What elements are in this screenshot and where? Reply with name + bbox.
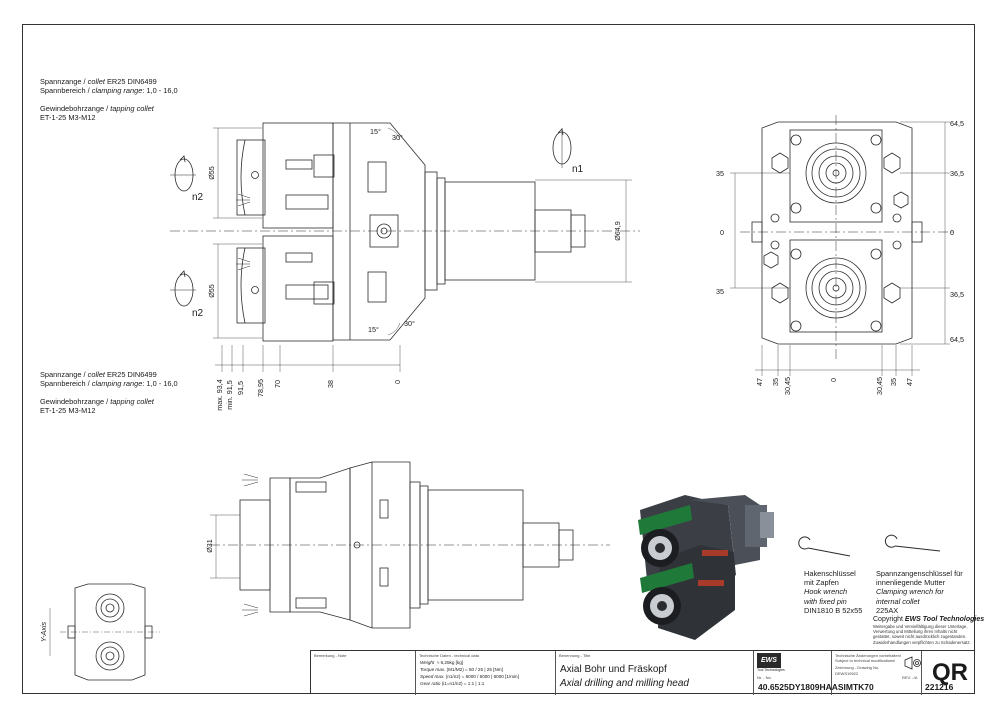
drawing-number-cell: 221216 QR [922,651,976,695]
rotation-symbol-top [170,155,196,192]
rotation-label-top: n2 [192,192,204,203]
collet-note-bottom: Spannzange / collet ER25 DIN6499 Spannbe… [40,370,178,416]
isometric-render [638,495,774,640]
dim-front-left: 35 [716,287,724,296]
projection-symbol-cell: REV: -/A [902,651,922,695]
clamping-wrench-icon [884,534,941,552]
dim-angle-top-b: 30° [392,133,403,142]
notes-cell: Technische Änderungen vorbehalten! Subje… [835,653,902,676]
dim-front-right: 36,5 [950,169,964,178]
ews-logo: EWS [757,653,781,668]
dimension-texts: Ø64,9 Ø55 Ø55 15° 30° 15° 30° n2 n2 n1 m… [39,119,964,642]
drawing-number: 221216 [925,682,954,692]
hook-wrench-label: Hakenschlüssel mit Zapfen Hook wrench wi… [804,569,863,615]
drawing-frame [22,24,975,694]
dim-angle-top-a: 15° [370,127,381,136]
title-english: Axial drilling and milling head [560,678,689,689]
hook-wrench-icon [798,536,851,557]
part-number: 40.6525DY1809HAASIMTK70 [758,682,874,692]
title-cell: Benennung - Title Axial Bohr und Fräskop… [556,651,754,695]
dim-top-diameter: Ø55 [207,166,216,180]
rotation-symbol-bottom [170,270,196,307]
dim-front-right: 64,5 [950,335,964,344]
dim-angle-bottom-b: 30° [404,319,415,328]
dim-side-bottom: max. 93,4 [215,379,224,411]
dim-side-bottom: 0 [393,380,402,384]
bottom-view [210,461,610,629]
copyright-notice: Copyright EWS Tool Technologies [873,616,985,623]
projection-icon [904,656,921,670]
technical-data-cell: Technische Daten - technical data Weight… [416,651,556,695]
logo-partno-cell: EWS Tool Technologies Nr. - No. 40.6525D… [754,651,874,695]
rotation-symbol-drive [552,128,572,168]
dim-angle-bottom-a: 15° [368,325,379,334]
dim-bottom-diameter: Ø55 [207,284,216,298]
side-view [170,122,640,372]
dim-side-bottom: min. 91,5 [225,380,234,410]
remarks-cell: Bemerkung - Note [311,651,416,695]
rotation-label-bottom: n2 [192,308,204,319]
dim-front-bottom: 0 [829,378,838,382]
dim-front-bottom: 35 [889,378,898,386]
dim-front-right: 64,5 [950,119,964,128]
dim-front-bottom: 47 [905,378,914,386]
dim-front-right: 0 [950,228,954,237]
dim-front-bottom: 30,45 [783,377,792,395]
dim-side-bottom: 38 [326,380,335,388]
front-view [730,115,955,376]
title-german: Axial Bohr und Fräskopf [560,664,667,675]
dim-bottom-view-diameter: Ø31 [205,539,214,553]
rotation-label-drive: n1 [572,164,584,175]
collet-note-top: Spannzange / collet ER25 DIN6499 Spannbe… [40,77,178,123]
small-front-view [49,583,160,681]
dim-shank-diameter: Ø64,9 [613,221,622,241]
dim-front-right: 36,5 [950,290,964,299]
y-axis-label: Y-Axis [39,621,48,642]
dim-front-left: 0 [720,228,724,237]
qr-label: QR [932,659,968,686]
title-block: Bemerkung - Note Technische Daten - tech… [310,650,976,695]
dim-front-bottom: 30,45 [875,377,884,395]
dim-side-bottom: 91,5 [236,381,245,395]
dim-front-bottom: 47 [755,378,764,386]
dim-front-bottom: 35 [771,378,780,386]
dim-side-bottom: 78,95 [256,379,265,397]
dim-side-bottom: 70 [273,380,282,388]
dim-front-left: 35 [716,169,724,178]
clamping-wrench-label: Spannzangenschlüssel für innenliegende M… [876,569,963,615]
copyright-text: Weitergabe und Vervielfältigung dieser U… [873,624,971,645]
